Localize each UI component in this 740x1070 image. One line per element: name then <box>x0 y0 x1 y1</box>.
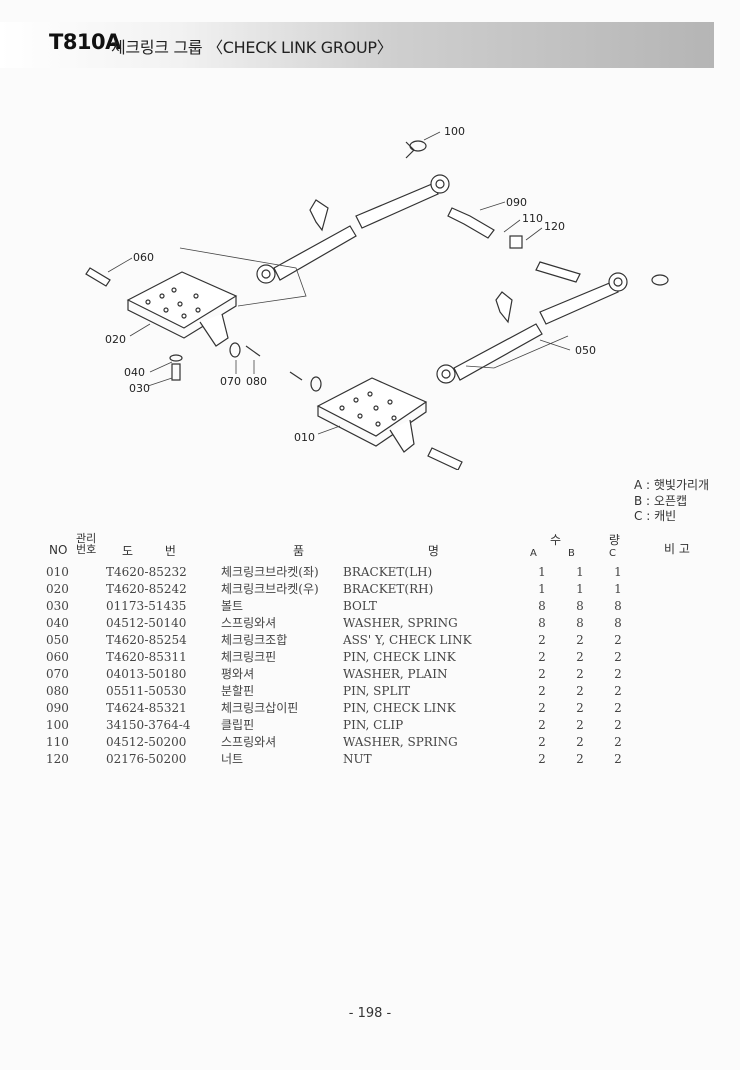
header-qty-b: B <box>568 548 575 559</box>
callout-120: 120 <box>544 220 565 233</box>
page-number: - 198 - <box>348 1006 392 1021</box>
callout-040: 040 <box>124 366 145 379</box>
legend-item: C : 캐빈 <box>634 509 677 523</box>
legend-item: A : 햇빛가리개 <box>634 478 710 492</box>
callout-100: 100 <box>444 125 465 138</box>
callout-050: 050 <box>575 344 596 357</box>
header-quantity: 수 량 <box>550 533 642 547</box>
callout-060: 060 <box>133 251 154 264</box>
callout-090: 090 <box>506 196 527 209</box>
callout-080: 080 <box>246 375 267 388</box>
header-remarks: 비 고 <box>664 542 690 556</box>
header-no: NO <box>49 543 68 557</box>
exploded-parts-diagram: 100 090 110 120 060 020 040 030 070 080 … <box>85 125 669 470</box>
header-qty-a: A <box>530 548 537 559</box>
model-legend: A : 햇빛가리개 B : 오픈캡 C : 캐빈 <box>634 478 709 525</box>
callout-070: 070 <box>220 375 241 388</box>
callout-labels: 100 090 110 120 060 020 040 030 070 080 … <box>105 125 596 444</box>
legend-item: B : 오픈캡 <box>634 493 688 508</box>
header-qty-c: C <box>609 548 616 559</box>
header-drawing-no: 도 번 <box>122 544 190 558</box>
header-mgmt-no: 관리번호 <box>76 532 97 556</box>
callout-030: 030 <box>129 382 150 395</box>
callout-010: 010 <box>294 431 315 444</box>
callout-110: 110 <box>522 212 543 225</box>
page-header: T810A 체크링크 그룹 〈CHECK LINK GROUP〉 <box>0 22 714 68</box>
header-part-name: 품 명 <box>293 544 499 558</box>
model-number: T810A <box>49 30 121 54</box>
callout-020: 020 <box>105 333 126 346</box>
group-title: 체크링크 그룹 〈CHECK LINK GROUP〉 <box>111 38 393 57</box>
